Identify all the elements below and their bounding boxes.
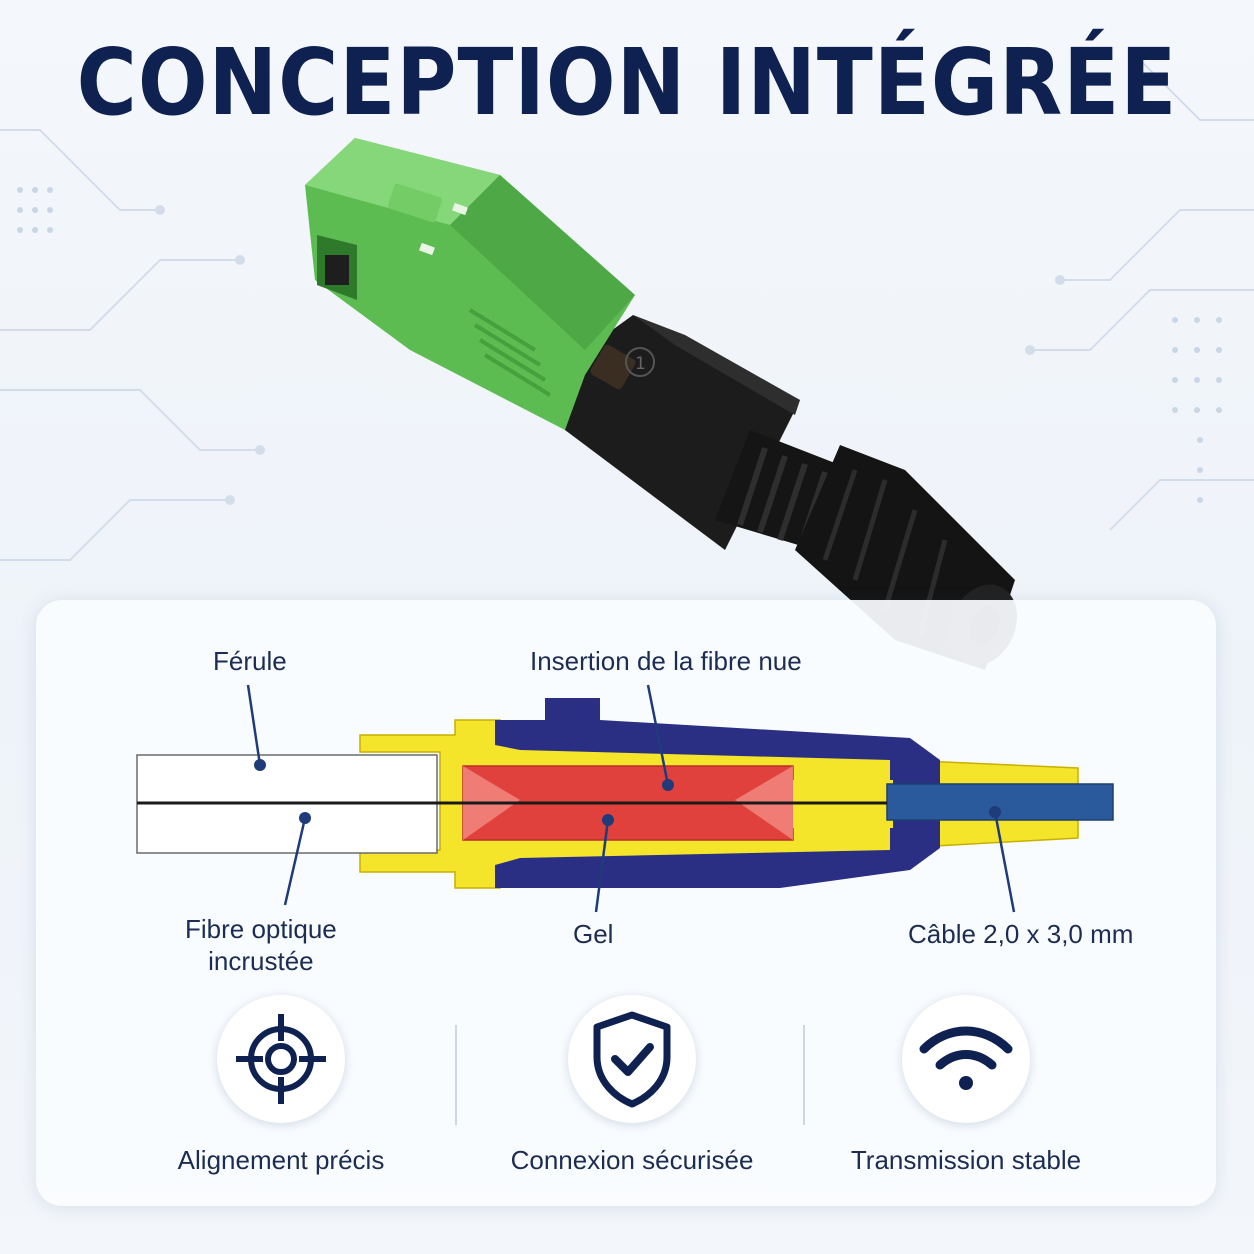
feature-alignment: Alignement précis [116,995,446,1176]
feature-divider [455,1025,457,1125]
connector-green-shell [305,138,635,430]
dot-gel [602,814,614,826]
label-fibre-line1: Fibre optique [185,914,337,944]
connector-mark-text: 1 [635,354,646,374]
label-gel: Gel [573,919,614,949]
navy-shell [495,698,940,888]
wifi-signal-icon [919,1026,1013,1090]
dot-insertion [662,779,674,791]
dot-fibre [299,812,311,824]
feature-stable: Transmission stable [801,995,1131,1176]
label-fibre-line2: incrustée [208,946,314,976]
page-title: CONCEPTION INTÉGRÉE [76,30,1178,137]
label-cable: Câble 2,0 x 3,0 mm [908,919,1134,949]
feature-alignment-label: Alignement précis [177,1145,385,1175]
label-ferule: Férule [213,646,287,676]
feature-secure: Connexion sécurisée [467,995,797,1176]
feature-alignment-badge [217,995,345,1123]
label-fibre-insertion: Insertion de la fibre nue [530,646,802,676]
crosshair-target-icon [236,1014,326,1104]
feature-secure-badge [568,995,696,1123]
shield-check-icon [593,1011,671,1108]
feature-stable-badge [902,995,1030,1123]
leader-ferule [246,684,262,766]
feature-stable-label: Transmission stable [850,1145,1082,1175]
leader-cable [993,811,1016,913]
label-fibre-optique: Fibre optique incrustée [185,913,337,977]
cross-section-diagram [136,684,1114,913]
dot-cable [989,806,1001,818]
leader-fibre [283,817,307,906]
leader-insertion [646,684,670,786]
leader-gel [594,819,610,913]
feature-secure-label: Connexion sécurisée [510,1145,754,1175]
feature-divider [803,1025,805,1125]
dot-ferule [254,759,266,771]
